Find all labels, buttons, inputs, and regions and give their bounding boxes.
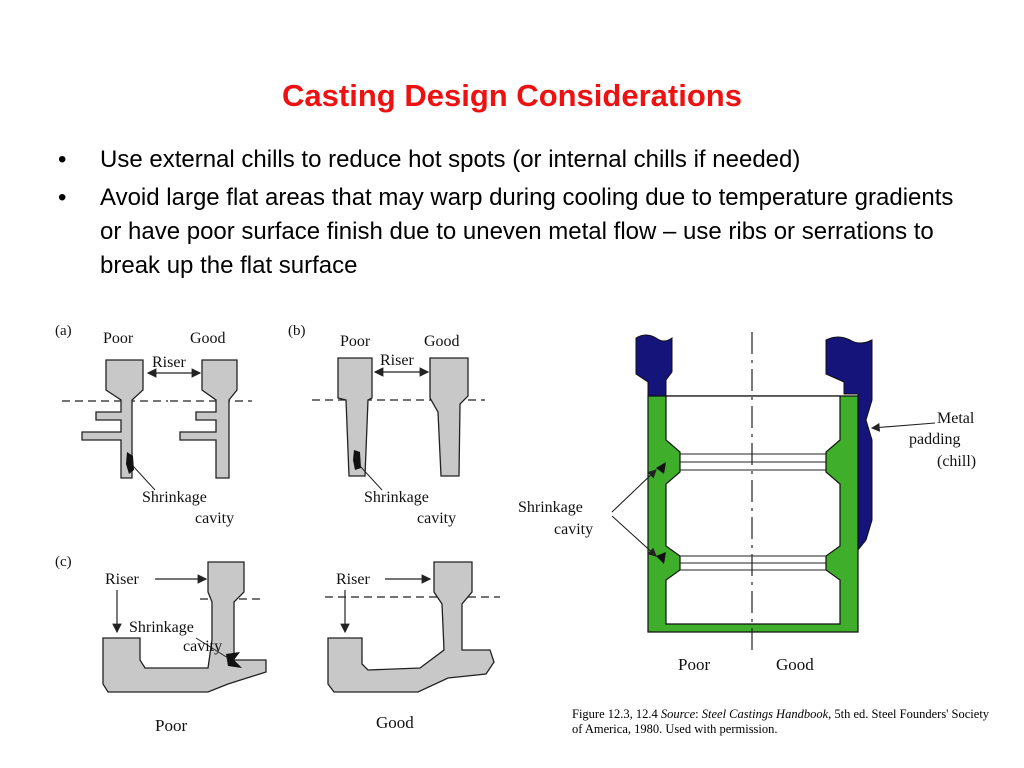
- label-poor-chill: Poor: [678, 655, 710, 674]
- chill-left-top: [635, 334, 673, 397]
- bullet-list: • Use external chills to reduce hot spot…: [58, 143, 958, 287]
- figure-b: (b) Poor Good Riser Shrinkage cavity: [288, 323, 485, 527]
- caption-colon: :: [695, 707, 702, 721]
- shrinkage-arrow-lower: [611, 515, 657, 557]
- shrinkage-spot-upper: [656, 462, 666, 474]
- panel-label-c: (c): [55, 554, 72, 570]
- label-riser-c-left: Riser: [105, 571, 139, 588]
- caption-prefix: Figure 12.3, 12.4: [572, 707, 661, 721]
- label-poor-a: Poor: [103, 330, 134, 347]
- shrinkage-leader-b: [359, 465, 383, 491]
- label-shrinkage-a1: Shrinkage: [142, 489, 207, 506]
- caption-book: Steel Castings Handbook: [701, 707, 829, 721]
- metal-padding-arrow: [870, 422, 936, 432]
- label-shrinkage-c1: Shrinkage: [129, 619, 194, 636]
- panel-label-a: (a): [55, 323, 72, 339]
- shrinkage-cavity-a: [126, 452, 134, 474]
- casting-good-c: [327, 561, 495, 693]
- bullet-glyph: •: [58, 184, 67, 211]
- bullet-glyph: •: [58, 146, 67, 173]
- shrinkage-arrow-upper: [611, 469, 657, 513]
- figure-chill: Shrinkage cavity Metal padding (chill) P…: [518, 332, 976, 674]
- label-shrinkage-chill2: cavity: [554, 521, 593, 538]
- label-riser-b: Riser: [380, 352, 414, 369]
- panel-label-b: (b): [288, 323, 306, 339]
- label-good-b: Good: [424, 333, 460, 350]
- casting-poor-c: [102, 561, 267, 693]
- label-shrinkage-a2: cavity: [195, 510, 234, 527]
- caption-source-label: Source: [660, 707, 696, 721]
- figure-c: (c) Riser Shrinkage cavity Poor Riser Go…: [55, 554, 500, 735]
- slide-title: Casting Design Considerations: [282, 78, 742, 113]
- label-shrinkage-c2: cavity: [183, 638, 222, 655]
- label-chill: (chill): [937, 453, 976, 470]
- casting-body: [665, 395, 841, 625]
- label-shrinkage-b2: cavity: [417, 510, 456, 527]
- shrinkage-cavity-c: [226, 652, 242, 668]
- label-good-c: Good: [376, 713, 414, 732]
- bullet-item: • Use external chills to reduce hot spot…: [58, 143, 958, 177]
- shrinkage-spot-lower: [656, 552, 666, 564]
- figure-caption: Figure 12.3, 12.4 Source: Steel Castings…: [572, 707, 992, 737]
- bullet-text: Avoid large flat areas that may warp dur…: [100, 184, 954, 279]
- chill-right-padding: [825, 336, 873, 552]
- label-good-a: Good: [190, 330, 226, 347]
- label-poor-c: Poor: [155, 716, 187, 735]
- label-riser-c-right: Riser: [336, 571, 370, 588]
- casting-good-a: [179, 359, 238, 479]
- label-metal: Metal: [937, 410, 975, 427]
- shrinkage-leader-a: [132, 465, 156, 491]
- casting-poor-a: [81, 359, 144, 479]
- label-shrinkage-chill1: Shrinkage: [518, 499, 583, 516]
- casting-poor-b: [337, 357, 373, 477]
- label-padding: padding: [909, 431, 961, 448]
- caption-rest: , 5th ed. Steel Founders' Society of Ame…: [572, 707, 990, 736]
- shrinkage-leader-c: [195, 637, 229, 659]
- label-shrinkage-b1: Shrinkage: [364, 489, 429, 506]
- label-good-chill: Good: [776, 655, 814, 674]
- figure-a: (a) Poor Good Riser Shrinkage cavity: [55, 323, 252, 527]
- label-riser-a: Riser: [152, 354, 186, 371]
- bullet-text: Use external chills to reduce hot spots …: [100, 146, 801, 173]
- label-poor-b: Poor: [340, 333, 371, 350]
- shrinkage-cavity-b: [353, 450, 361, 470]
- casting-good-b: [429, 357, 469, 477]
- bullet-item: • Avoid large flat areas that may warp d…: [58, 181, 958, 283]
